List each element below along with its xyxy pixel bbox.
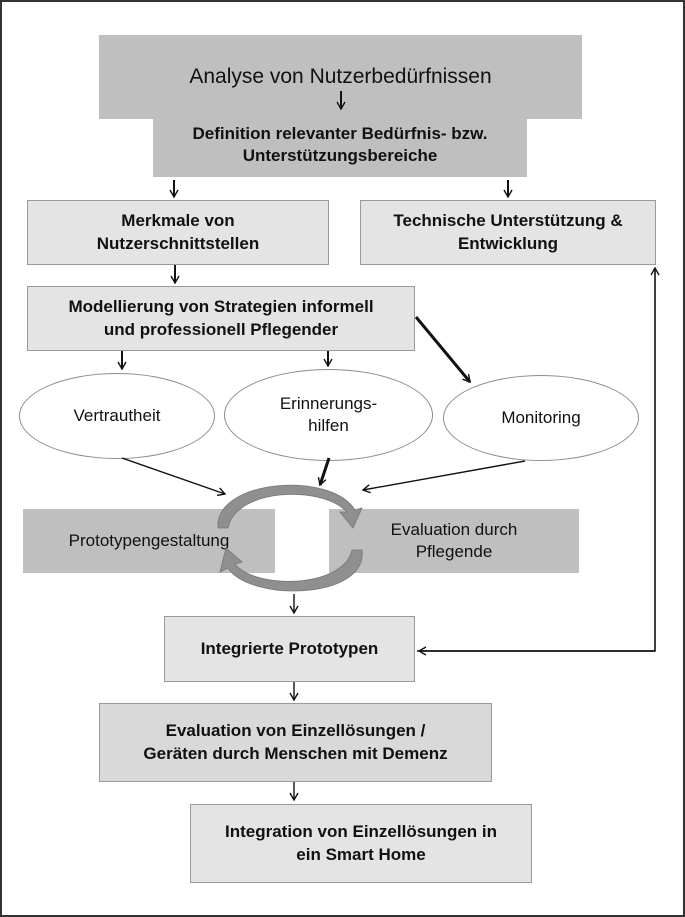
node-merkmale-line2: Nutzerschnittstellen xyxy=(96,233,260,253)
node-definition-line2: Unterstützungsbereiche xyxy=(242,146,438,165)
node-modellierung-line1: Modellierung von Strategien informell xyxy=(68,297,374,317)
node-evaluation-pflegende-line2: Pflegende xyxy=(415,542,493,561)
node-merkmale-line1: Merkmale von xyxy=(121,211,235,231)
node-integration-smart-home-line1: Integration von Einzellösungen in xyxy=(224,822,497,842)
node-erinnerungshilfen: Erinnerungs- hilfen xyxy=(224,369,433,461)
node-technische: Technische Unterstützung & Entwicklung xyxy=(360,200,656,265)
node-evaluation-pflegende-line1: Evaluation durch xyxy=(390,519,518,539)
node-vertrautheit-label: Vertrautheit xyxy=(73,405,161,425)
node-technische-line1: Technische Unterstützung & xyxy=(393,211,623,231)
node-integration-smart-home: Integration von Einzellösungen in ein Sm… xyxy=(190,804,532,883)
node-analyse: Analyse von Nutzerbedürfnissen xyxy=(99,35,582,119)
node-technische-line2: Entwicklung xyxy=(457,233,559,253)
node-monitoring-label: Monitoring xyxy=(501,407,581,427)
node-evaluation-einzelloesungen: Evaluation von Einzellösungen / Geräten … xyxy=(99,703,492,782)
node-definition-line1: Definition relevanter Bedürfnis- bzw. xyxy=(192,123,488,143)
node-prototypengestaltung: Prototypengestaltung xyxy=(23,509,275,573)
node-vertrautheit: Vertrautheit xyxy=(19,373,215,459)
node-erinnerungshilfen-line2: hilfen xyxy=(308,416,349,435)
node-monitoring: Monitoring xyxy=(443,375,639,461)
node-integration-smart-home-line2: ein Smart Home xyxy=(296,844,426,864)
node-erinnerungshilfen-line1: Erinnerungs- xyxy=(279,393,378,413)
node-merkmale: Merkmale von Nutzerschnittstellen xyxy=(27,200,329,265)
node-prototypengestaltung-label: Prototypengestaltung xyxy=(68,530,230,550)
node-evaluation-pflegende: Evaluation durch Pflegende xyxy=(329,509,579,573)
node-definition: Definition relevanter Bedürfnis- bzw. Un… xyxy=(153,113,527,177)
node-integrierte-prototypen: Integrierte Prototypen xyxy=(164,616,415,682)
node-integrierte-prototypen-label: Integrierte Prototypen xyxy=(200,638,379,658)
node-evaluation-einzelloesungen-line1: Evaluation von Einzellösungen / xyxy=(165,721,426,741)
node-modellierung: Modellierung von Strategien informell un… xyxy=(27,286,415,351)
node-modellierung-line2: und professionell Pflegender xyxy=(103,319,339,339)
node-analyse-label: Analyse von Nutzerbedürfnissen xyxy=(189,65,492,89)
node-evaluation-einzelloesungen-line2: Geräten durch Menschen mit Demenz xyxy=(143,743,448,763)
